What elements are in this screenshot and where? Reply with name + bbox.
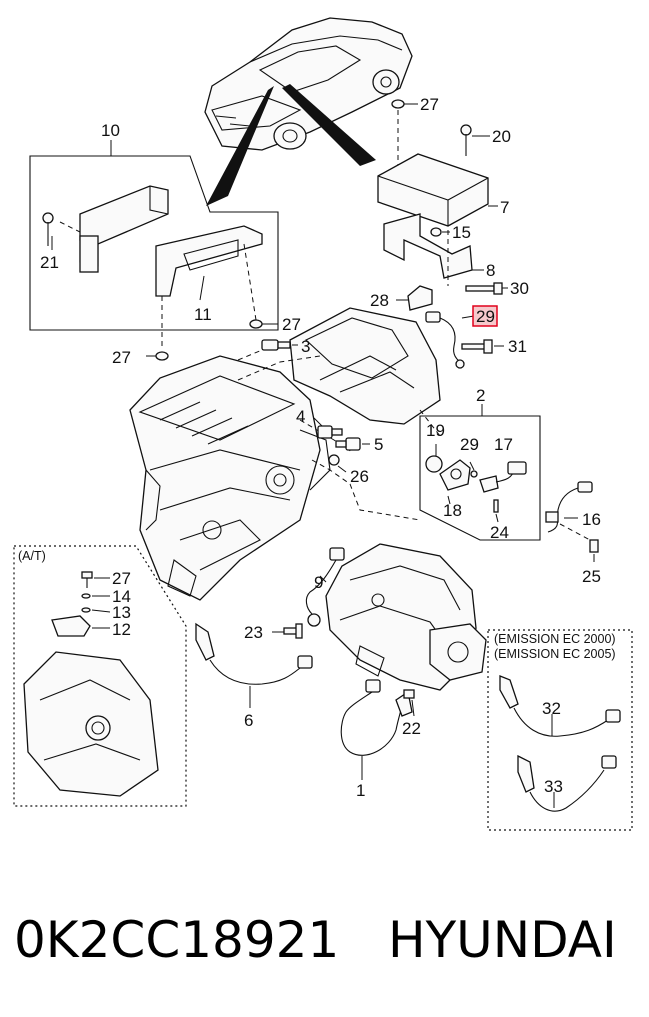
o2-sensor-9	[305, 547, 345, 627]
at-box	[13, 545, 187, 807]
callout: 6	[244, 711, 253, 730]
callout: 5	[374, 435, 383, 454]
highlighted-part-31[interactable]: 29	[472, 305, 498, 327]
bolt-23	[272, 623, 303, 639]
transaxle	[325, 543, 487, 691]
sensor-group-2-box	[419, 404, 541, 541]
box-notes: (A/T) (EMISSION EC 2000) (EMISSION EC 20…	[18, 549, 616, 661]
callout-labels: 10 21 11 27 27 27 20 7 15 8 30 28 3 31 2…	[40, 95, 601, 800]
footer: 0K2CC18921 HYUNDAI	[0, 895, 649, 985]
callout: 27	[112, 348, 131, 367]
engine-block	[129, 355, 331, 601]
intake-manifold	[289, 285, 441, 425]
emission-note-2000: (EMISSION EC 2000)	[494, 632, 616, 646]
o2-sensor-6	[195, 622, 313, 708]
emission-note-2005: (EMISSION EC 2005)	[494, 647, 616, 661]
at-note: (A/T)	[18, 549, 46, 563]
routing-lines	[237, 355, 441, 521]
callout-31: 29	[476, 307, 495, 326]
callout: 9	[314, 573, 323, 592]
harness-16	[545, 481, 599, 562]
callout: 17	[494, 435, 513, 454]
callout: 27	[112, 569, 131, 588]
callout: 20	[492, 127, 511, 146]
car-illustration	[204, 17, 413, 206]
callout: 26	[350, 467, 369, 486]
emission-box	[487, 629, 633, 831]
ecu-7-assembly	[377, 110, 498, 286]
callout: 14	[112, 587, 131, 606]
callout: 13	[112, 603, 131, 622]
callout: 33	[544, 777, 563, 796]
sensors-4-5-26	[313, 417, 370, 473]
part-number: 0K2CC18921	[14, 911, 340, 969]
callout: 18	[443, 501, 462, 520]
parts-diagram: 10 21 11 27 27 27 20 7 15 8 30 28 3 31 2…	[13, 17, 633, 831]
callout: 25	[582, 567, 601, 586]
sensor-31	[425, 311, 475, 369]
callout: 22	[402, 719, 421, 738]
callout: 28	[370, 291, 389, 310]
callout: 21	[40, 253, 59, 272]
callout: 23	[244, 623, 263, 642]
module-group-box	[29, 140, 279, 350]
brand-name: HYUNDAI	[388, 911, 617, 969]
callout: 27	[282, 315, 301, 334]
callout: 2	[476, 386, 485, 405]
callout: 1	[356, 781, 365, 800]
callout: 27	[420, 95, 439, 114]
callout: 7	[500, 198, 509, 217]
callout: 31	[508, 337, 527, 356]
callout: 19	[426, 421, 445, 440]
callout: 10	[101, 121, 120, 140]
callout: 16	[582, 510, 601, 529]
callout: 24	[490, 523, 509, 542]
callout: 12	[112, 620, 131, 639]
nut-27-parts	[146, 99, 418, 361]
callout: 3	[301, 337, 310, 356]
callout: 8	[486, 261, 495, 280]
sensor-3	[237, 339, 298, 361]
callout: 15	[452, 223, 471, 242]
o2-sensor-1	[340, 679, 415, 780]
callout: 11	[194, 305, 212, 324]
callout: 30	[510, 279, 529, 298]
callout: 32	[542, 699, 561, 718]
bolts-32-33	[461, 282, 508, 354]
callout: 4	[296, 407, 305, 426]
callout: 29	[460, 435, 479, 454]
